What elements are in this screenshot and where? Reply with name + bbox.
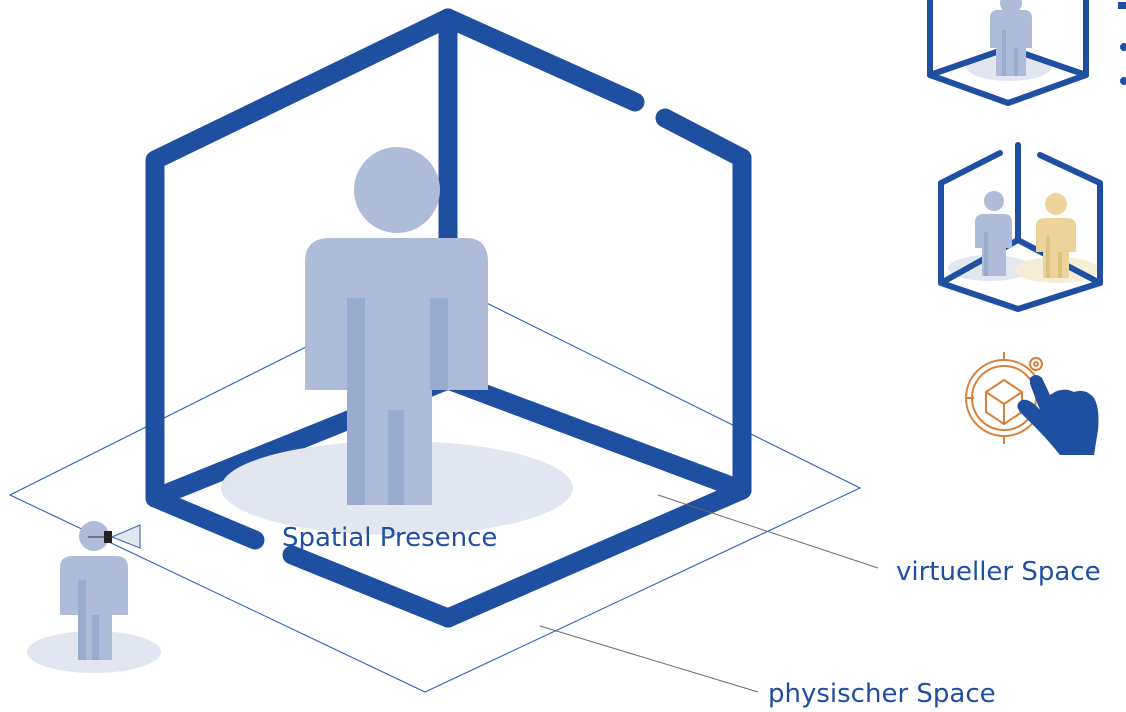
observer-person-icon <box>27 521 161 673</box>
virtual-space-label: virtueller Space <box>896 557 1101 587</box>
bullet-markers <box>1118 2 1126 85</box>
hmd-headset-icon <box>88 524 141 549</box>
spatial-presence-label: Spatial Presence <box>282 523 497 553</box>
two-persons-in-cube-icon <box>938 142 1103 312</box>
physical-space-plane <box>8 279 862 693</box>
physical-space-label: physischer Space <box>768 679 996 709</box>
virtual-space-leader <box>657 494 879 569</box>
person-in-cube-icon <box>927 0 1089 106</box>
hand-touching-object-icon <box>965 352 1099 455</box>
physical-space-leader <box>539 625 759 693</box>
main-person-icon <box>305 147 488 505</box>
